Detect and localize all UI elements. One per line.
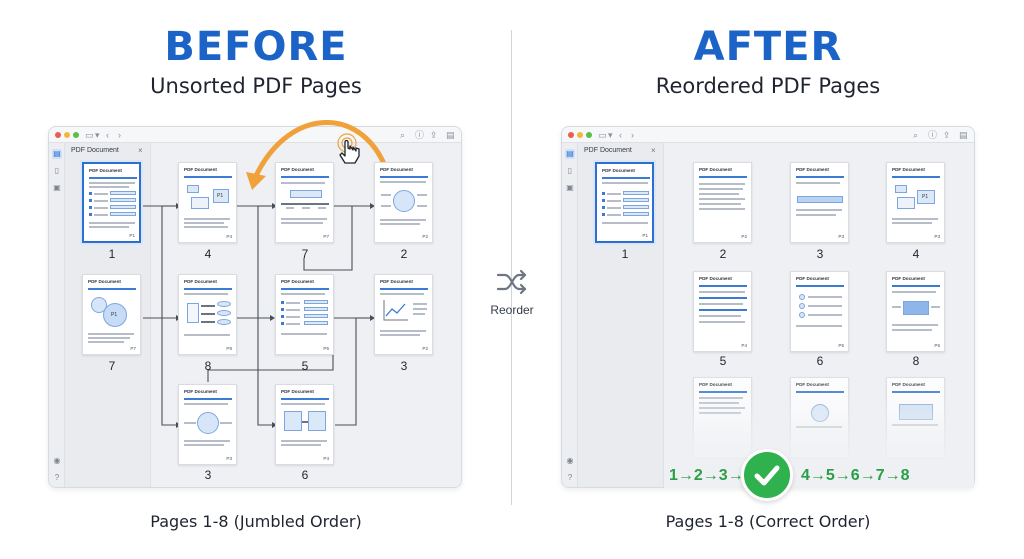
after-page-card[interactable]: PDF Document P2 (693, 162, 752, 243)
page-number-label: 3 (400, 359, 408, 373)
window-titlebar: ▭ ▾ ‹ › ⌕ ⓘ ⇪ ▤ (49, 127, 461, 143)
after-title: AFTER (693, 24, 843, 70)
page-header: PDF Document (89, 168, 122, 173)
page-number-label: 6 (816, 354, 824, 368)
shuffle-icon (496, 269, 527, 295)
bottom-fade (664, 393, 974, 488)
markup-icon[interactable]: ▤ (446, 130, 455, 140)
after-page-card[interactable]: PDF Document P4 (693, 271, 752, 352)
page-number-label: 7 (301, 247, 309, 261)
bookmark-icon[interactable]: ▯ (54, 166, 60, 175)
search-icon[interactable]: ⌕ (400, 130, 406, 140)
before-page-card[interactable]: PDF Document P4 (275, 384, 334, 465)
info-icon[interactable]: ⓘ (415, 130, 425, 140)
forward-icon[interactable]: › (118, 130, 121, 140)
account-icon[interactable]: ◉ (566, 456, 574, 465)
before-page-card[interactable]: PDF Document P2 (374, 162, 433, 243)
before-page-card[interactable]: PDF Document P1 P4 (178, 162, 237, 243)
after-subtitle: Reordered PDF Pages (655, 74, 881, 98)
page-number-label: 5 (719, 354, 727, 368)
search-icon[interactable]: ⌕ (913, 130, 919, 140)
before-caption: Pages 1-8 (Jumbled Order) (150, 512, 362, 531)
zoom-window-button[interactable] (73, 132, 79, 138)
document-tab-label: PDF Document (584, 147, 632, 154)
page-number-label: 7 (108, 359, 116, 373)
page-number-label: 4 (912, 247, 920, 261)
page-number-label: 1 (621, 247, 629, 261)
after-caption: Pages 1-8 (Correct Order) (665, 512, 871, 531)
after-sidebar-thumbnail-p1[interactable]: PDF Document P1 (595, 162, 654, 243)
thumbnails-icon[interactable]: ▤ (565, 149, 575, 159)
reorder-label: Reorder (490, 303, 534, 317)
close-tab-icon[interactable]: × (138, 146, 143, 155)
image-icon[interactable]: ▣ (566, 183, 574, 192)
before-sidebar-thumbnail-p1[interactable]: PDF Document P1 (82, 162, 141, 243)
center-divider (511, 30, 512, 505)
close-tab-icon[interactable]: × (651, 146, 656, 155)
page-number-label: 2 (719, 247, 727, 261)
before-title: BEFORE (164, 24, 348, 70)
page-number-label: 8 (912, 354, 920, 368)
minimize-window-button[interactable] (64, 132, 70, 138)
close-window-button[interactable] (55, 132, 61, 138)
window-titlebar: ▭ ▾ ‹ › ⌕ ⓘ ⇪ ▤ (562, 127, 974, 143)
help-icon[interactable]: ? (54, 473, 60, 482)
close-window-button[interactable] (568, 132, 574, 138)
before-page-card[interactable]: PDF Document P2 (374, 274, 433, 355)
share-icon[interactable]: ⇪ (943, 130, 951, 140)
image-icon[interactable]: ▣ (53, 183, 61, 192)
account-icon[interactable]: ◉ (53, 456, 61, 465)
back-icon[interactable]: ‹ (106, 130, 109, 140)
icon-rail: ▤ ▯ ▣ ◉ ? (49, 143, 65, 487)
sidebar-toggle-icon[interactable]: ▭ (598, 130, 607, 140)
back-icon[interactable]: ‹ (619, 130, 622, 140)
order-sequence-start: 1→2→3→ (669, 467, 744, 484)
page-number-label: 3 (204, 468, 212, 482)
page-number-label: 4 (204, 247, 212, 261)
page-number-label: 5 (301, 359, 309, 373)
after-page-card[interactable]: PDF Document P5 (790, 271, 849, 352)
markup-icon[interactable]: ▤ (959, 130, 968, 140)
zoom-window-button[interactable] (586, 132, 592, 138)
minimize-window-button[interactable] (577, 132, 583, 138)
after-page-card[interactable]: PDF Document P1 P3 (886, 162, 945, 243)
info-icon[interactable]: ⓘ (928, 130, 938, 140)
before-page-card[interactable]: PDF Document P3 (178, 384, 237, 465)
line-chart-icon (383, 300, 408, 321)
before-page-card[interactable]: PDF Document P5 (275, 274, 334, 355)
chevron-down-icon[interactable]: ▾ (95, 130, 100, 140)
share-icon[interactable]: ⇪ (430, 130, 438, 140)
order-sequence-end: 4→5→6→7→8 (801, 467, 910, 484)
after-page-card[interactable]: PDF Document P3 (790, 162, 849, 243)
chevron-down-icon[interactable]: ▾ (608, 130, 613, 140)
bookmark-icon[interactable]: ▯ (567, 166, 573, 175)
before-page-card[interactable]: PDF Document P7 (275, 162, 334, 243)
before-sidebar-thumbnail-p7[interactable]: PDF Document P1 P7 (82, 274, 141, 355)
before-subtitle: Unsorted PDF Pages (150, 74, 362, 98)
page-number-label: 2 (400, 247, 408, 261)
page-number-label: 6 (301, 468, 309, 482)
after-page-card[interactable]: PDF Document P6 (886, 271, 945, 352)
help-icon[interactable]: ? (567, 473, 573, 482)
thumbnails-icon[interactable]: ▤ (52, 149, 62, 159)
sidebar-toggle-icon[interactable]: ▭ (85, 130, 94, 140)
page-number-label: 1 (108, 247, 116, 261)
document-tab-label: PDF Document (71, 147, 119, 154)
success-check-icon (741, 449, 793, 501)
page-number-label: 3 (816, 247, 824, 261)
icon-rail: ▤ ▯ ▣ ◉ ? (562, 143, 578, 487)
before-page-card[interactable]: PDF Document P8 (178, 274, 237, 355)
page-number-label: 8 (204, 359, 212, 373)
forward-icon[interactable]: › (631, 130, 634, 140)
